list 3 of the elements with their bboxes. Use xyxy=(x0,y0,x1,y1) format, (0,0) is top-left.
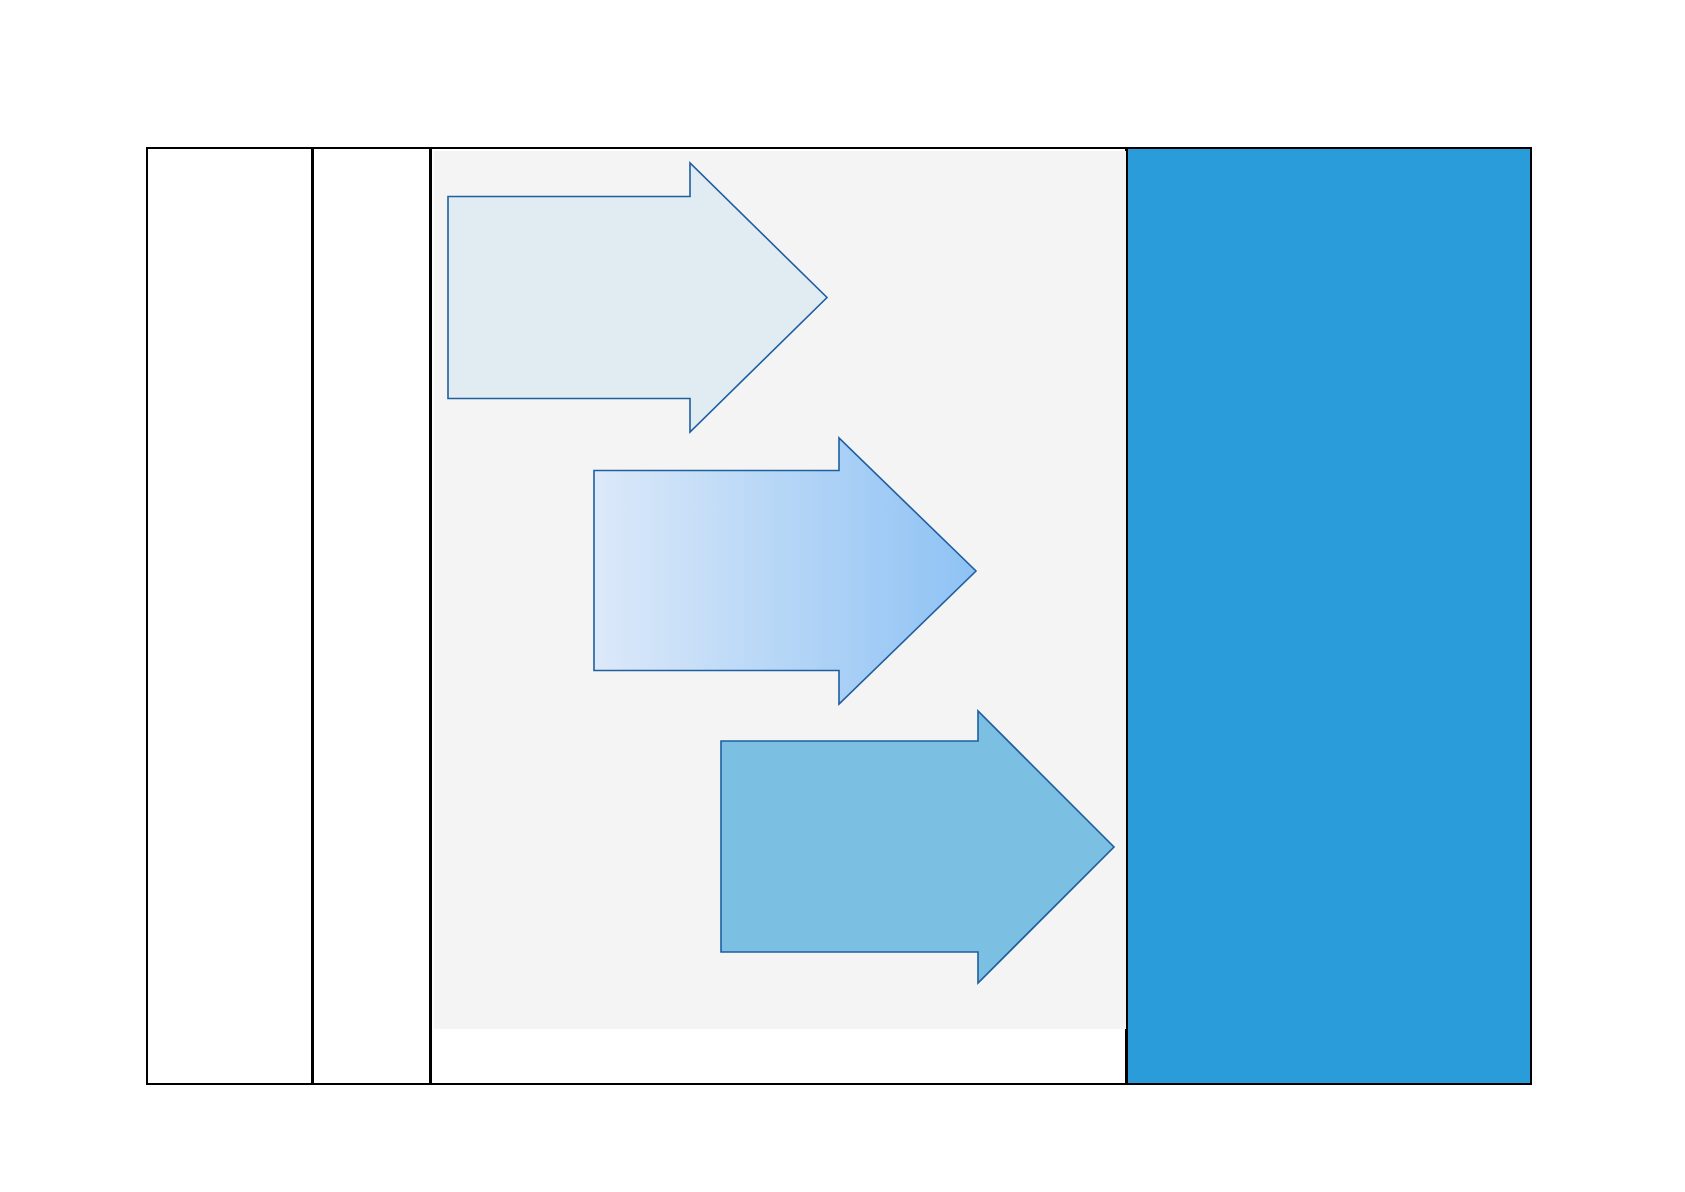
table-column xyxy=(146,147,313,1085)
table-column xyxy=(312,147,431,1085)
table-column xyxy=(1126,147,1532,1085)
